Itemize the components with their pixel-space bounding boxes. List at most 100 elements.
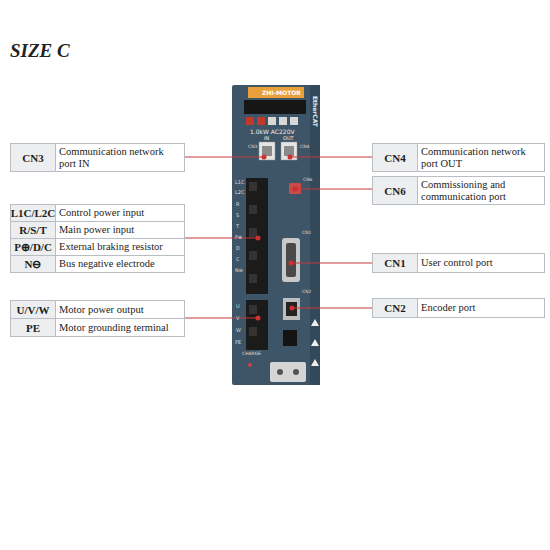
leader-dot (289, 261, 294, 266)
terminal-label: L1C (235, 180, 244, 185)
leader-line (185, 157, 264, 158)
terminal-slot (249, 205, 257, 214)
connector-label: CN1 (302, 231, 311, 236)
port-label: OUT (283, 136, 294, 141)
bracket-hole (277, 369, 283, 375)
ground-bracket (270, 362, 306, 382)
figure-title: SIZE C (10, 40, 70, 62)
indicator-label: CHARGE (242, 352, 261, 357)
callout-box: U/V/WMotor power output (10, 300, 185, 319)
callout-box: CN2Encoder port (372, 298, 545, 318)
key-button (257, 117, 265, 125)
leader-line (295, 189, 372, 190)
port-code: PE (11, 319, 56, 336)
dsub-socket (286, 243, 296, 277)
port-code: CN6 (373, 177, 418, 204)
port-code: CN2 (373, 299, 418, 317)
leader-dot (293, 187, 298, 192)
leader-line (185, 238, 258, 239)
terminal-label: T (236, 224, 239, 229)
connector-label: CN2 (302, 290, 311, 295)
callout-box: N⊖Bus negative electrode (10, 255, 185, 273)
bracket-hole (293, 369, 299, 375)
terminal-label: W (236, 328, 241, 333)
terminal-label: D (236, 246, 240, 251)
panel-marking: EtherCAT (312, 96, 318, 127)
callout-box: CN1User control port (372, 253, 545, 273)
leader-dot (288, 155, 293, 160)
warning-triangle (311, 339, 319, 346)
terminal-label: V (236, 316, 239, 321)
callout-box: CN6Commissioning and communication port (372, 176, 545, 205)
key-button (279, 117, 287, 125)
key-button (290, 117, 298, 125)
brand-plate (248, 87, 304, 98)
terminal-slot (249, 305, 257, 314)
leader-dot (290, 306, 295, 311)
port-code: L1C/L2C (11, 205, 56, 221)
dsub-connector (282, 238, 300, 282)
port-description: Encoder port (418, 299, 544, 317)
port-description: Motor power output (56, 301, 184, 318)
port-label: IN (264, 136, 269, 141)
leader-dot (262, 155, 267, 160)
callout-box: CN4Communication network port OUT (372, 143, 545, 172)
port-description: Commissioning and communication port (418, 177, 544, 204)
terminal-label: S (236, 213, 239, 218)
connector-label: CN3 (248, 145, 257, 150)
callout-box: CN3Communication network port IN (10, 143, 185, 172)
encoder-connector (283, 298, 300, 320)
port-description: Motor grounding terminal (56, 319, 184, 336)
port-code: CN1 (373, 254, 418, 272)
panel-marking: 1.0kW AC220V (250, 129, 295, 135)
leader-line (290, 157, 372, 158)
port-description: User control port (418, 254, 544, 272)
leader-line (291, 263, 372, 264)
port-code: U/V/W (11, 301, 56, 318)
terminal-label: N⊖ (235, 268, 243, 273)
warning-triangle (311, 319, 319, 326)
port-description: Communication network port IN (56, 144, 184, 171)
terminal-label: R (236, 202, 239, 207)
terminal-label: PE (235, 340, 241, 345)
leader-dot (256, 236, 261, 241)
key-button (268, 117, 276, 125)
callout-box: R/S/TMain power input (10, 221, 185, 239)
terminal-label: L2C (235, 190, 244, 195)
port-description: Control power input (56, 205, 184, 221)
callout-box: PEMotor grounding terminal (10, 318, 185, 337)
drive-side-strip (310, 85, 320, 385)
terminal-slot (249, 182, 257, 191)
terminal-slot (249, 274, 257, 283)
leader-line (185, 318, 258, 319)
connector-label: CN4 (300, 145, 309, 150)
terminal-slot (249, 251, 257, 260)
key-button (246, 117, 254, 125)
terminal-label: P⊕ (235, 235, 242, 240)
terminal-label: C (236, 257, 240, 262)
port-description: External braking resistor (56, 239, 184, 255)
leader-line (292, 308, 372, 309)
terminal-label: U (236, 304, 240, 309)
rj45-socket (284, 146, 294, 156)
charge-led (248, 363, 252, 367)
motor-terminal-block (246, 300, 268, 350)
terminal-slot (249, 228, 257, 237)
encoder-socket (286, 302, 297, 316)
panel-marking: ZHI-MOTOR (262, 90, 301, 96)
rj45-socket (262, 146, 272, 156)
port-code: CN3 (11, 144, 56, 171)
drive-body (232, 85, 320, 385)
port-description: Main power input (56, 222, 184, 238)
power-terminal-block (246, 178, 268, 294)
callout-box: L1C/L2CControl power input (10, 204, 185, 222)
port-code: N⊖ (11, 256, 56, 272)
ground-screw-block (283, 330, 297, 346)
terminal-slot (249, 327, 257, 336)
callout-box: P⊕/D/CExternal braking resistor (10, 238, 185, 256)
port-description: Bus negative electrode (56, 256, 184, 272)
display-window (244, 100, 306, 114)
port-code: CN4 (373, 144, 418, 171)
port-code: R/S/T (11, 222, 56, 238)
